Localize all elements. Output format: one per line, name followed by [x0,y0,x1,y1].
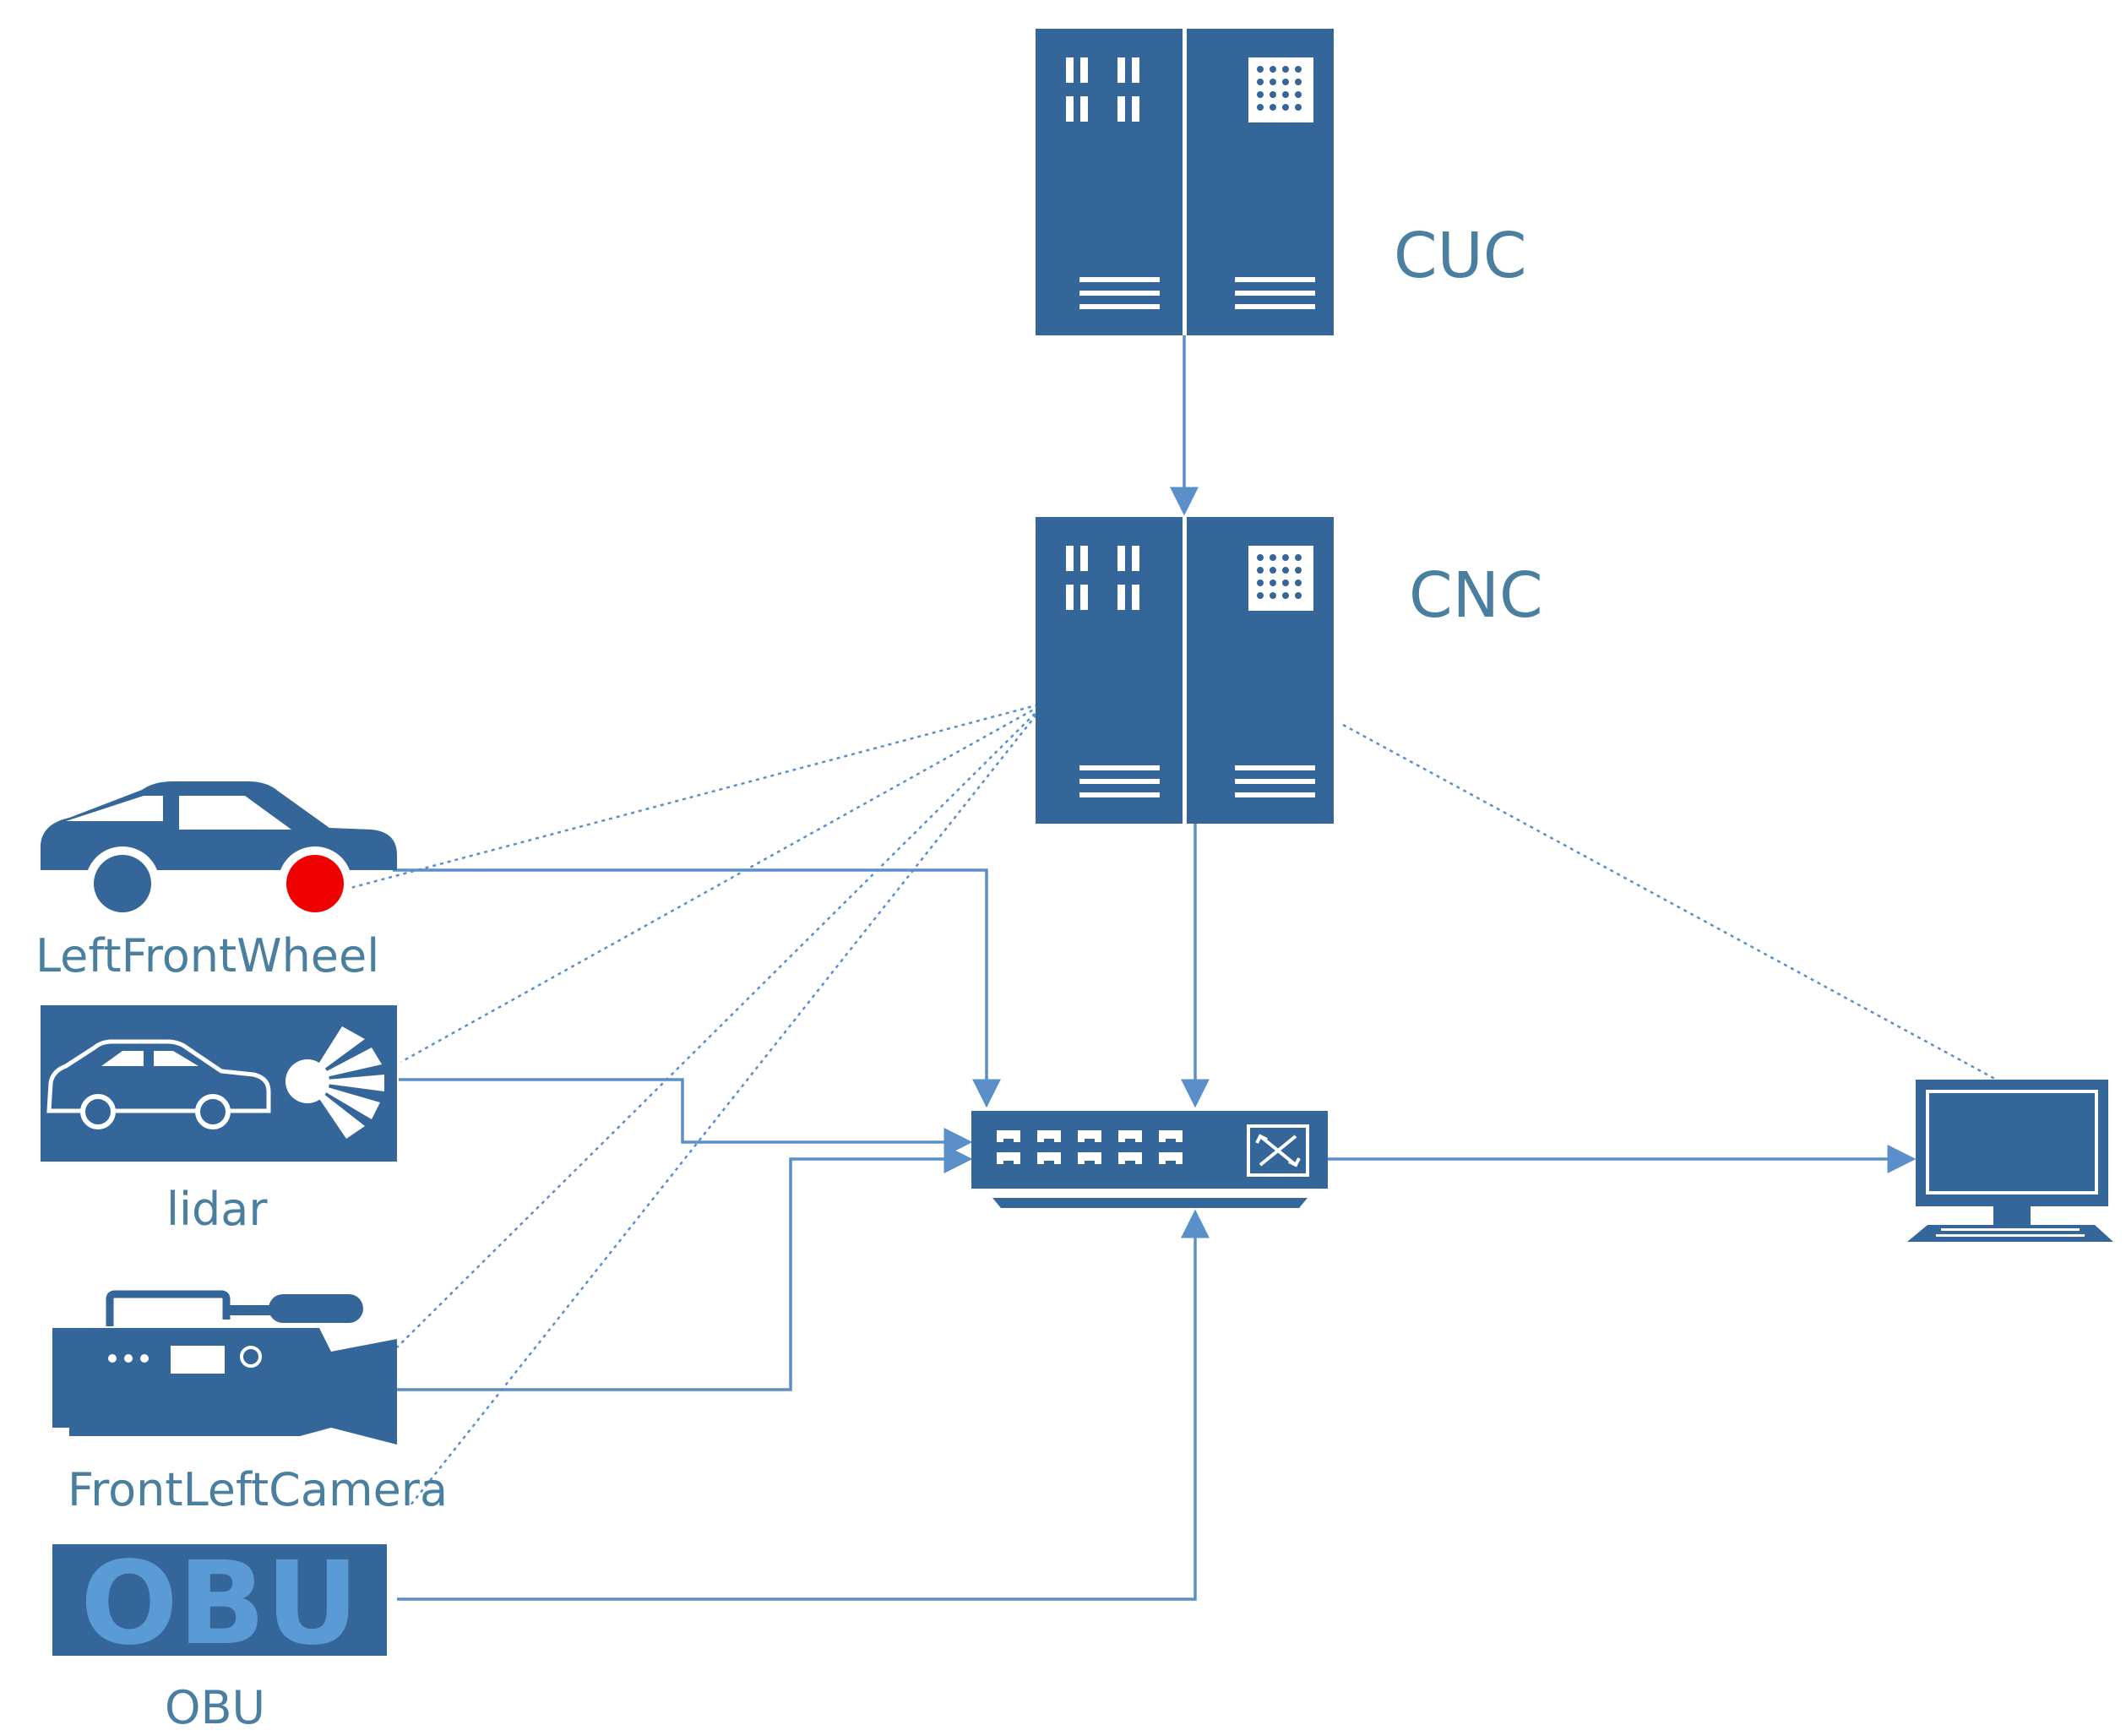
cuc-server[interactable]: CUC [1036,29,1527,335]
data-links [393,335,1917,1601]
car-icon [41,781,397,921]
video-camera-icon [52,1290,397,1445]
link-camera-switch [395,1145,973,1391]
server-icon [1036,29,1334,335]
link-lidar-switch [399,1078,973,1156]
lidar-label: lidar [166,1183,268,1236]
obu-node[interactable]: OBU OBU [52,1537,387,1734]
cuc-label: CUC [1394,220,1527,292]
link-wheel-switch [393,868,1001,1108]
obu-icon-text: OBU [80,1537,359,1671]
lidar-icon [41,1005,397,1162]
obu-icon: OBU [52,1537,387,1671]
dotted-link-cnc-computer [1342,723,2052,1111]
wheel-marker [286,855,344,912]
server-icon [1036,517,1334,824]
left-front-wheel-label: LeftFrontWheel [35,929,379,982]
network-switch-icon [971,1111,1328,1208]
dotted-link-cnc-wheel [312,701,1047,900]
left-front-wheel-node[interactable]: LeftFrontWheel [35,781,397,982]
front-left-camera-label: FrontLeftCamera [68,1463,448,1516]
obu-label: OBU [165,1681,265,1734]
link-obu-switch [397,1209,1210,1601]
cnc-server[interactable]: CNC [1036,517,1543,824]
dotted-link-cnc-lidar [400,701,1047,1064]
computer-icon [1907,1080,2113,1242]
lidar-node[interactable]: lidar [41,1005,397,1236]
network-switch[interactable] [971,1111,1328,1208]
dotted-link-cnc-camera-label [409,702,1047,1507]
logical-links [312,701,2052,1507]
dotted-link-cnc-camera [396,702,1047,1348]
front-left-camera-node[interactable]: FrontLeftCamera [52,1290,448,1516]
cnc-label: CNC [1409,559,1543,632]
workstation[interactable] [1907,1080,2113,1242]
